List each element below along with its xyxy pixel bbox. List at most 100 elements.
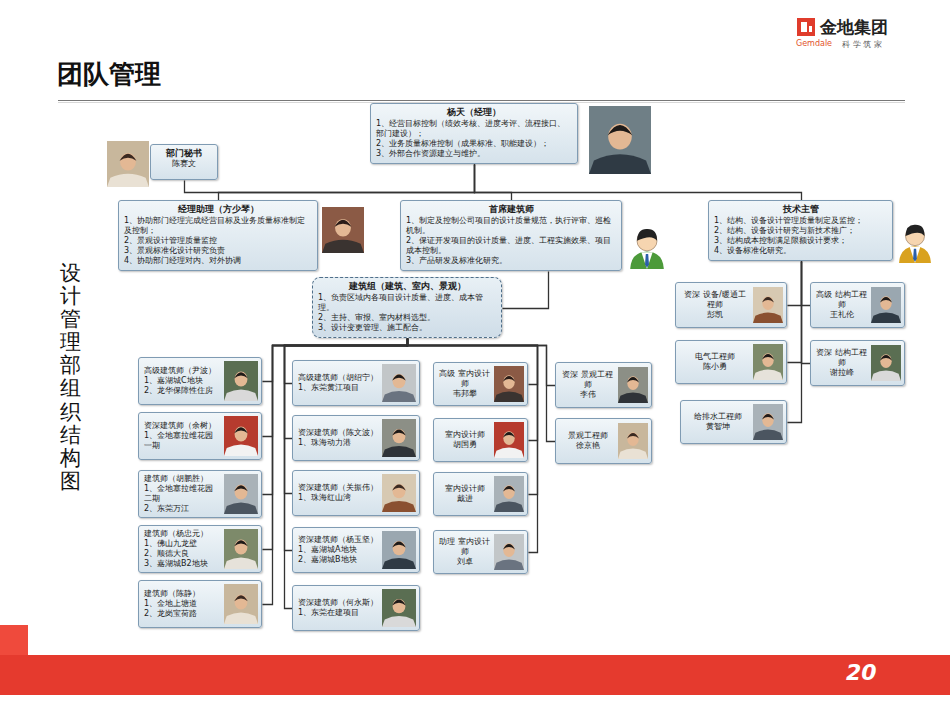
node-text: 3、景观标准化设计研究负责 bbox=[124, 246, 312, 256]
node-text: 胡国勇 bbox=[439, 440, 490, 450]
node-text: 2、顺德大良 bbox=[144, 549, 220, 559]
group-box: 建筑组（建筑、室内、景观）1、负责区域内各项目设计质量、进度、成本管理。2、主持… bbox=[312, 277, 502, 338]
corner-block bbox=[0, 625, 28, 655]
node-heading: 经理助理（方少琴） bbox=[124, 204, 312, 215]
node-heading: 资深 景观工程师 bbox=[561, 370, 614, 390]
staff-box: 资深建筑师（何永斯）1、东莞在建项目 bbox=[292, 585, 420, 631]
node-heading: 资深 设备/暖通工程师 bbox=[681, 290, 749, 310]
staff-box: 室内设计师戴进 bbox=[433, 472, 528, 516]
role-box: 首席建筑师1、制定及控制公司项目的设计质量规范，执行评审、巡检机制。2、保证开发… bbox=[400, 200, 622, 271]
connector bbox=[788, 262, 802, 363]
person-photo bbox=[382, 474, 416, 512]
staff-box: 资深建筑师（关振伟）1、珠海红山湾 bbox=[292, 470, 420, 516]
node-text: 3、设计变更管理、施工配合。 bbox=[318, 323, 496, 333]
person-photo bbox=[382, 531, 416, 569]
node-heading: 建筑师（杨忠元） bbox=[144, 529, 220, 539]
person-photo bbox=[382, 364, 416, 402]
node-text: 3、结构成本控制满足限额设计要求； bbox=[714, 236, 887, 246]
node-heading: 高级 室内设计师 bbox=[439, 369, 490, 389]
node-text: 2、主持、审报、室内材料选型。 bbox=[318, 313, 496, 323]
connector bbox=[219, 165, 475, 201]
person-photo bbox=[494, 476, 524, 512]
person-photo bbox=[322, 207, 364, 253]
person-photo bbox=[494, 534, 524, 570]
node-text: 戴进 bbox=[439, 494, 490, 504]
staff-box: 给排水工程师黄智坤 bbox=[680, 400, 787, 444]
node-heading: 技术主管 bbox=[714, 204, 887, 215]
node-heading: 助理 室内设计师 bbox=[439, 537, 490, 557]
logo-mark bbox=[797, 18, 815, 36]
connector bbox=[503, 272, 549, 309]
staff-box: 高级 结构工程师王礼伦 bbox=[810, 282, 905, 328]
logo-name: 金地集团 bbox=[820, 16, 888, 39]
node-text: 1、东莞黄江项目 bbox=[298, 383, 378, 393]
staff-box: 资深建筑师（余树）1、金地塞拉维花园一期 bbox=[138, 412, 262, 460]
node-heading: 资深建筑师（何永斯） bbox=[298, 598, 378, 608]
staff-box: 高级建筑师（胡绍宁）1、东莞黄江项目 bbox=[292, 360, 420, 406]
person-photo bbox=[871, 345, 901, 381]
node-text: 2、景观设计管理质量监控 bbox=[124, 236, 312, 246]
staff-box: 电气工程师陈小勇 bbox=[675, 340, 787, 384]
node-text: 1、珠海动力港 bbox=[298, 438, 378, 448]
node-text: 1、珠海红山湾 bbox=[298, 493, 378, 503]
node-text: 黄智坤 bbox=[686, 422, 749, 432]
node-text: 1、负责区域内各项目设计质量、进度、成本管理。 bbox=[318, 293, 496, 313]
node-text: 2、保证开发项目的设计质量、进度、工程实施效果、项目成本控制。 bbox=[406, 236, 616, 256]
connector bbox=[788, 262, 802, 423]
staff-box: 资深 景观工程师李伟 bbox=[555, 362, 652, 408]
node-text: 1、嘉湖城C地块 bbox=[144, 376, 220, 386]
role-box: 经理助理（方少琴）1、协助部门经理完成经营目标及业务质量标准制定及控制；2、景观… bbox=[118, 200, 318, 271]
node-text: 李伟 bbox=[561, 390, 614, 400]
node-text: 1、嘉湖城A地块 bbox=[298, 545, 378, 555]
node-text: 2、结构、设备设计研究与新技术推广； bbox=[714, 226, 887, 236]
person-photo bbox=[589, 106, 651, 174]
node-heading: 资深建筑师（杨玉坚） bbox=[298, 535, 378, 545]
node-text: 谢拉峰 bbox=[816, 368, 867, 378]
node-heading: 建筑师（陈静） bbox=[144, 589, 220, 599]
node-heading: 电气工程师 bbox=[681, 352, 749, 362]
person-photo bbox=[753, 287, 783, 323]
staff-box: 资深 结构工程师谢拉峰 bbox=[810, 340, 905, 386]
node-heading: 给排水工程师 bbox=[686, 412, 749, 422]
node-text: 2、业务质量标准控制（成果标准、职能建设）； bbox=[376, 139, 572, 149]
node-text: 4、协助部门经理对内、对外协调 bbox=[124, 256, 312, 266]
person-photo bbox=[753, 404, 783, 440]
node-text: 刘卓 bbox=[439, 557, 490, 567]
node-text: 彭凯 bbox=[681, 310, 749, 320]
staff-box: 建筑师（杨忠元）1、佛山九龙壁2、顺德大良3、嘉湖城B2地块 bbox=[138, 525, 262, 573]
person-photo bbox=[224, 474, 258, 514]
node-text: 1、经营目标控制（绩效考核、进度考评、流程接口、部门建设）； bbox=[376, 119, 572, 139]
node-text: 1、金地上塘道 bbox=[144, 599, 220, 609]
node-text: 王礼伦 bbox=[816, 310, 867, 320]
node-text: 陈赛文 bbox=[155, 159, 213, 169]
role-box: 技术主管1、结构、设备设计管理质量制定及监控；2、结构、设备设计研究与新技术推广… bbox=[708, 200, 893, 261]
node-text: 3、产品研发及标准化研究。 bbox=[406, 256, 616, 266]
staff-box: 助理 室内设计师刘卓 bbox=[433, 530, 528, 574]
staff-box: 建筑师（陈静）1、金地上塘道2、龙岗宝荷路 bbox=[138, 580, 262, 628]
node-text: 3、嘉湖城B2地块 bbox=[144, 559, 220, 569]
person-photo bbox=[382, 589, 416, 627]
person-photo bbox=[224, 416, 258, 456]
person-photo bbox=[224, 361, 258, 401]
node-heading: 高级 结构工程师 bbox=[816, 290, 867, 310]
page-title: 团队管理 bbox=[57, 57, 161, 92]
person-photo bbox=[224, 584, 258, 624]
node-text: 1、佛山九龙壁 bbox=[144, 539, 220, 549]
secretary-box: 部门秘书陈赛文 bbox=[150, 144, 218, 180]
node-heading: 资深建筑师（陈文波） bbox=[298, 428, 378, 438]
node-text: 2、龙岗宝荷路 bbox=[144, 609, 220, 619]
node-heading: 部门秘书 bbox=[155, 148, 213, 159]
node-text: 4、设备标准化研究。 bbox=[714, 246, 887, 256]
person-photo bbox=[494, 366, 524, 402]
anniversary-mark: 20 bbox=[846, 660, 877, 685]
person-photo bbox=[753, 344, 783, 380]
person-photo bbox=[107, 141, 149, 187]
node-text: 2、龙华保障性住房 bbox=[144, 386, 220, 396]
person-photo bbox=[382, 419, 416, 457]
node-heading: 资深 结构工程师 bbox=[816, 348, 867, 368]
node-text: 1、结构、设备设计管理质量制定及监控； bbox=[714, 216, 887, 226]
staff-box: 资深建筑师（陈文波）1、珠海动力港 bbox=[292, 415, 420, 461]
node-text: 1、金地塞拉维花园一期 bbox=[144, 431, 220, 451]
node-heading: 资深建筑师（余树） bbox=[144, 421, 220, 431]
node-text: 徐京艳 bbox=[561, 441, 614, 451]
